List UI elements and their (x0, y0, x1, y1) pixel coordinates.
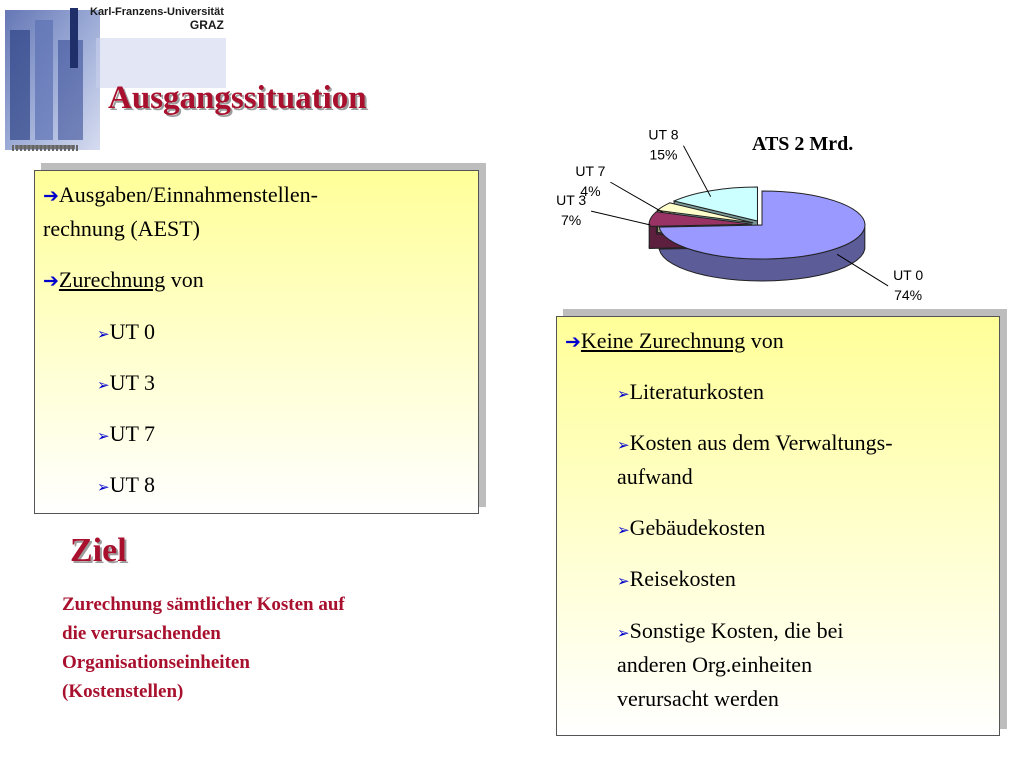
chevron-right-icon: ➢ (617, 436, 630, 454)
list-item-label: UT 3 (109, 370, 156, 395)
chevron-right-icon: ➢ (617, 624, 630, 642)
goal-line: (Kostenstellen) (62, 681, 184, 702)
list-item-continued: verursacht werden (617, 686, 779, 711)
pie-slice (656, 202, 754, 224)
keine-zurechnung-link[interactable]: Keine Zurechnung (580, 328, 746, 353)
list-item-label: Kosten aus dem Verwaltungs- (629, 430, 893, 455)
list-item-label: Gebäudekosten (629, 515, 766, 540)
list-item-label: Literaturkosten (629, 379, 764, 404)
list-item-label: Sonstige Kosten, die bei (629, 618, 844, 643)
list-item: ➢Gebäudekosten (617, 514, 765, 544)
list-item-label: UT 0 (109, 319, 156, 344)
list-item: ➢UT 8 (97, 471, 155, 501)
chevron-right-icon: ➢ (617, 521, 630, 539)
city-label: GRAZ (189, 18, 224, 32)
slice-category-label: UT 0 (893, 267, 923, 283)
aest-line2: rechnung (AEST) (43, 216, 201, 241)
chevron-right-icon: ➢ (97, 325, 110, 343)
list-item: ➢UT 3 (97, 369, 155, 399)
slice-value-label: 15% (649, 147, 677, 163)
goal-text: Zurechnung sämtlicher Kosten auf die ver… (62, 590, 462, 706)
zurechnung-link[interactable]: Zurechnung (58, 267, 166, 292)
goal-line: die verursachenden (62, 623, 221, 644)
keine-zurechnung-heading: ➔Keine Zurechnung von (565, 327, 784, 356)
list-item: ➢Kosten aus dem Verwaltungs- (617, 429, 893, 459)
list-item-label: UT 7 (109, 421, 156, 446)
chevron-right-icon: ➢ (97, 376, 110, 394)
chevron-right-icon: ➢ (97, 427, 110, 445)
heading-suffix: von (745, 328, 784, 353)
chevron-right-icon: ➢ (617, 572, 630, 590)
goal-line: Zurechnung sämtlicher Kosten auf (62, 594, 345, 615)
goal-heading: Ziel (70, 532, 127, 569)
list-item: ➢UT 0 (97, 318, 155, 348)
page-title: Ausgangssituation (108, 80, 367, 116)
list-item-continued: aufwand (617, 464, 693, 489)
chart-title: ATS 2 Mrd. (752, 133, 854, 155)
list-item: ➢Reisekosten (617, 565, 736, 595)
goal-line: Organisationseinheiten (62, 652, 250, 673)
list-item-label: Reisekosten (629, 566, 736, 591)
building-collage-icon (5, 8, 226, 151)
leader-line (836, 253, 889, 287)
list-item: ➢UT 7 (97, 420, 155, 450)
pie-slice (648, 211, 753, 227)
list-item-continued: anderen Org.einheiten (617, 652, 813, 677)
leader-line (591, 210, 651, 226)
arrow-right-icon: ➔ (565, 331, 581, 353)
slice-value-label: 4% (580, 183, 600, 199)
leader-line (610, 181, 664, 213)
zurechnung-suffix: von (165, 267, 204, 292)
university-logo (0, 0, 240, 160)
university-name: Karl-Franzens-Universität GRAZ (90, 6, 224, 32)
pie-slice (672, 186, 758, 222)
list-item: ➢Sonstige Kosten, die bei (617, 617, 843, 647)
slice-category-label: UT 3 (556, 192, 586, 208)
slice-value-label: 7% (561, 212, 581, 228)
chevron-right-icon: ➢ (617, 385, 630, 403)
slice-category-label: UT 8 (648, 127, 678, 143)
arrow-right-icon: ➔ (43, 185, 59, 207)
zurechnung-line: ➔Zurechnung von (43, 266, 204, 295)
list-item: ➢Literaturkosten (617, 378, 764, 408)
keine-zurechnung-box: ➔Keine Zurechnung von ➢Literaturkosten ➢… (556, 316, 1000, 736)
aest-box: ➔Ausgaben/Einnahmenstellen- rechnung (AE… (34, 170, 479, 514)
slice-category-label: UT 7 (575, 163, 605, 179)
pie-slice (658, 190, 866, 260)
university-label: Karl-Franzens-Universität (90, 6, 224, 18)
slice-value-label: 74% (894, 287, 922, 303)
list-item-label: UT 8 (109, 472, 156, 497)
aest-text1: Ausgaben/Einnahmenstellen- (58, 182, 318, 207)
arrow-right-icon: ➔ (43, 270, 59, 292)
pie-chart: UT 0 74% UT 3 7% UT 7 4% UT 8 15% (556, 127, 923, 303)
aest-line1: ➔Ausgaben/Einnahmenstellen- (43, 181, 318, 210)
chevron-right-icon: ➢ (97, 478, 110, 496)
leader-line (683, 145, 712, 197)
